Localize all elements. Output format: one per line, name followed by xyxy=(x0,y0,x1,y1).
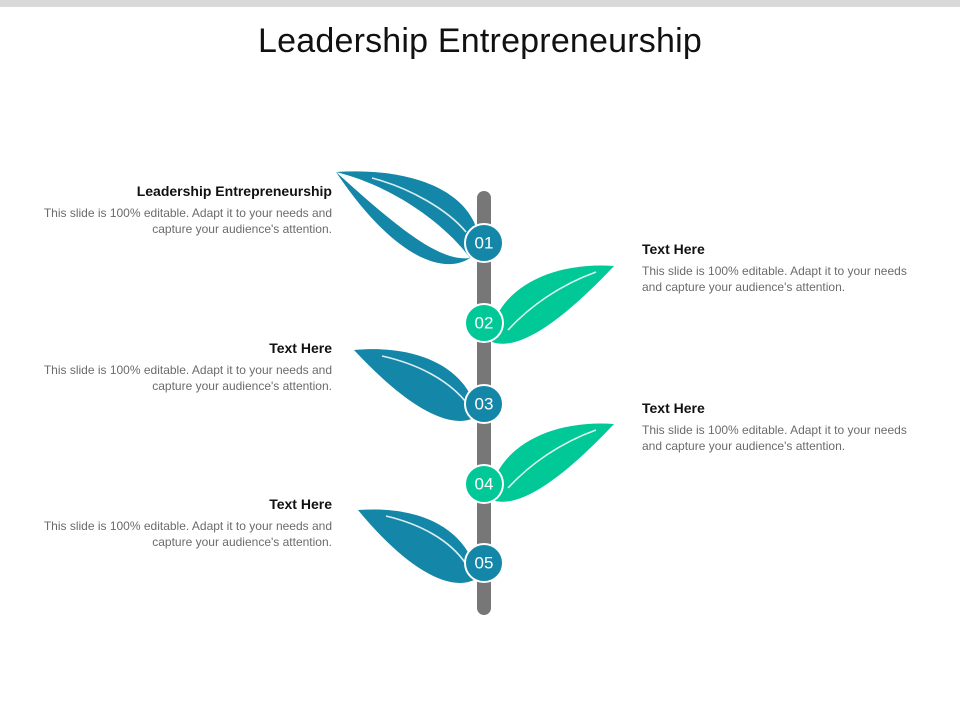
step-circle-5: 05 xyxy=(464,543,504,583)
step-2-body: This slide is 100% editable. Adapt it to… xyxy=(642,264,907,294)
leaf-5 xyxy=(358,509,474,583)
top-bar xyxy=(0,0,960,7)
step-2-title: Text Here xyxy=(642,241,705,257)
step-4-title: Text Here xyxy=(642,400,705,416)
step-circle-2: 02 xyxy=(464,303,504,343)
step-circle-4: 04 xyxy=(464,464,504,504)
step-5-title: Text Here xyxy=(269,496,332,512)
step-number-2: 02 xyxy=(475,314,494,333)
step-1-title: Leadership Entrepreneurship xyxy=(136,183,332,199)
step-1-body: This slide is 100% editable. Adapt it to… xyxy=(43,206,332,236)
step-3-body: This slide is 100% editable. Adapt it to… xyxy=(43,363,332,393)
step-2-text: Text Here This slide is 100% editable. A… xyxy=(642,241,912,295)
step-number-1: 01 xyxy=(475,234,494,253)
step-number-4: 04 xyxy=(475,475,494,494)
step-number-3: 03 xyxy=(475,395,494,414)
step-1-text: Leadership Entrepreneurship This slide i… xyxy=(42,183,332,237)
step-4-text: Text Here This slide is 100% editable. A… xyxy=(642,400,912,454)
step-5-body: This slide is 100% editable. Adapt it to… xyxy=(43,519,332,549)
step-3-text: Text Here This slide is 100% editable. A… xyxy=(42,340,332,394)
step-5-text: Text Here This slide is 100% editable. A… xyxy=(42,496,332,550)
slide-title: Leadership Entrepreneurship xyxy=(258,22,702,60)
step-circle-1: 01 xyxy=(464,223,504,263)
step-4-body: This slide is 100% editable. Adapt it to… xyxy=(642,423,907,453)
leaf-4 xyxy=(492,423,614,502)
step-3-title: Text Here xyxy=(269,340,332,356)
leaf-3 xyxy=(354,349,474,421)
step-circle-3: 03 xyxy=(464,384,504,424)
step-number-5: 05 xyxy=(475,554,494,573)
leaf-1 xyxy=(336,171,478,265)
leaf-2 xyxy=(492,265,614,344)
